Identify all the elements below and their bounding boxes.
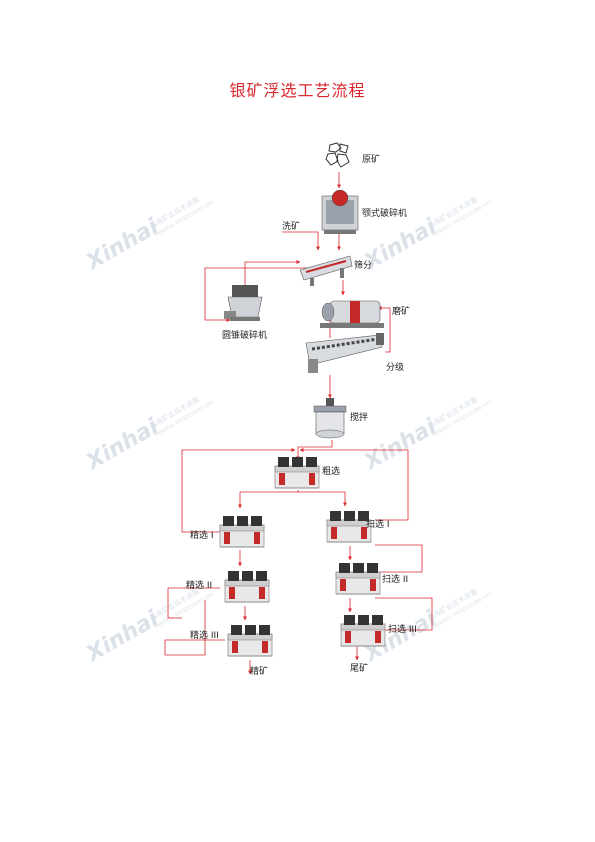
label-clean-1: 精选 I bbox=[190, 529, 214, 541]
ball-mill-icon bbox=[320, 300, 384, 328]
label-scavenge-3: 扫选 III bbox=[388, 623, 417, 635]
flow-lines bbox=[164, 172, 433, 675]
agitation-tank-icon bbox=[313, 398, 347, 439]
flotation-cell-clean-3 bbox=[227, 624, 273, 657]
label-stirring: 搅拌 bbox=[350, 411, 368, 423]
vibrating-screen-icon bbox=[299, 255, 353, 286]
label-clean-2: 精选 II bbox=[186, 579, 212, 591]
watermark: Xinhai 鑫海矿业技术装备 MINERAL PROCESSING EPC X… bbox=[81, 195, 494, 668]
label-jaw-crusher: 颚式破碎机 bbox=[362, 207, 407, 219]
flotation-cell-clean-2 bbox=[224, 570, 270, 603]
label-concentrate: 精矿 bbox=[250, 665, 268, 677]
label-screening: 筛分 bbox=[354, 259, 372, 271]
ore-rocks-icon bbox=[325, 142, 350, 168]
label-rough: 粗选 bbox=[322, 465, 340, 477]
label-scavenge-2: 扫选 II bbox=[382, 573, 408, 585]
cone-crusher-icon bbox=[224, 285, 263, 321]
flotation-cell-scavenge-3 bbox=[340, 614, 386, 647]
label-tailings: 尾矿 bbox=[350, 662, 368, 674]
label-scavenge-1: 扫选 I bbox=[366, 518, 390, 530]
label-cone-crusher: 圆锥破碎机 bbox=[222, 329, 267, 341]
label-clean-3: 精选 III bbox=[190, 629, 219, 641]
page-title: 银矿浮选工艺流程 bbox=[229, 81, 366, 100]
label-washing: 洗矿 bbox=[282, 220, 300, 232]
flotation-cell-clean-1 bbox=[219, 515, 265, 548]
label-classifying: 分级 bbox=[386, 361, 404, 373]
flotation-cell-rough bbox=[274, 456, 320, 489]
label-raw-ore: 原矿 bbox=[362, 153, 380, 165]
spiral-classifier-icon bbox=[305, 333, 384, 373]
flotation-cell-scavenge-1 bbox=[326, 510, 372, 543]
flotation-cell-scavenge-2 bbox=[335, 562, 381, 595]
label-grinding: 磨矿 bbox=[392, 305, 410, 317]
jaw-crusher-icon bbox=[321, 189, 359, 234]
